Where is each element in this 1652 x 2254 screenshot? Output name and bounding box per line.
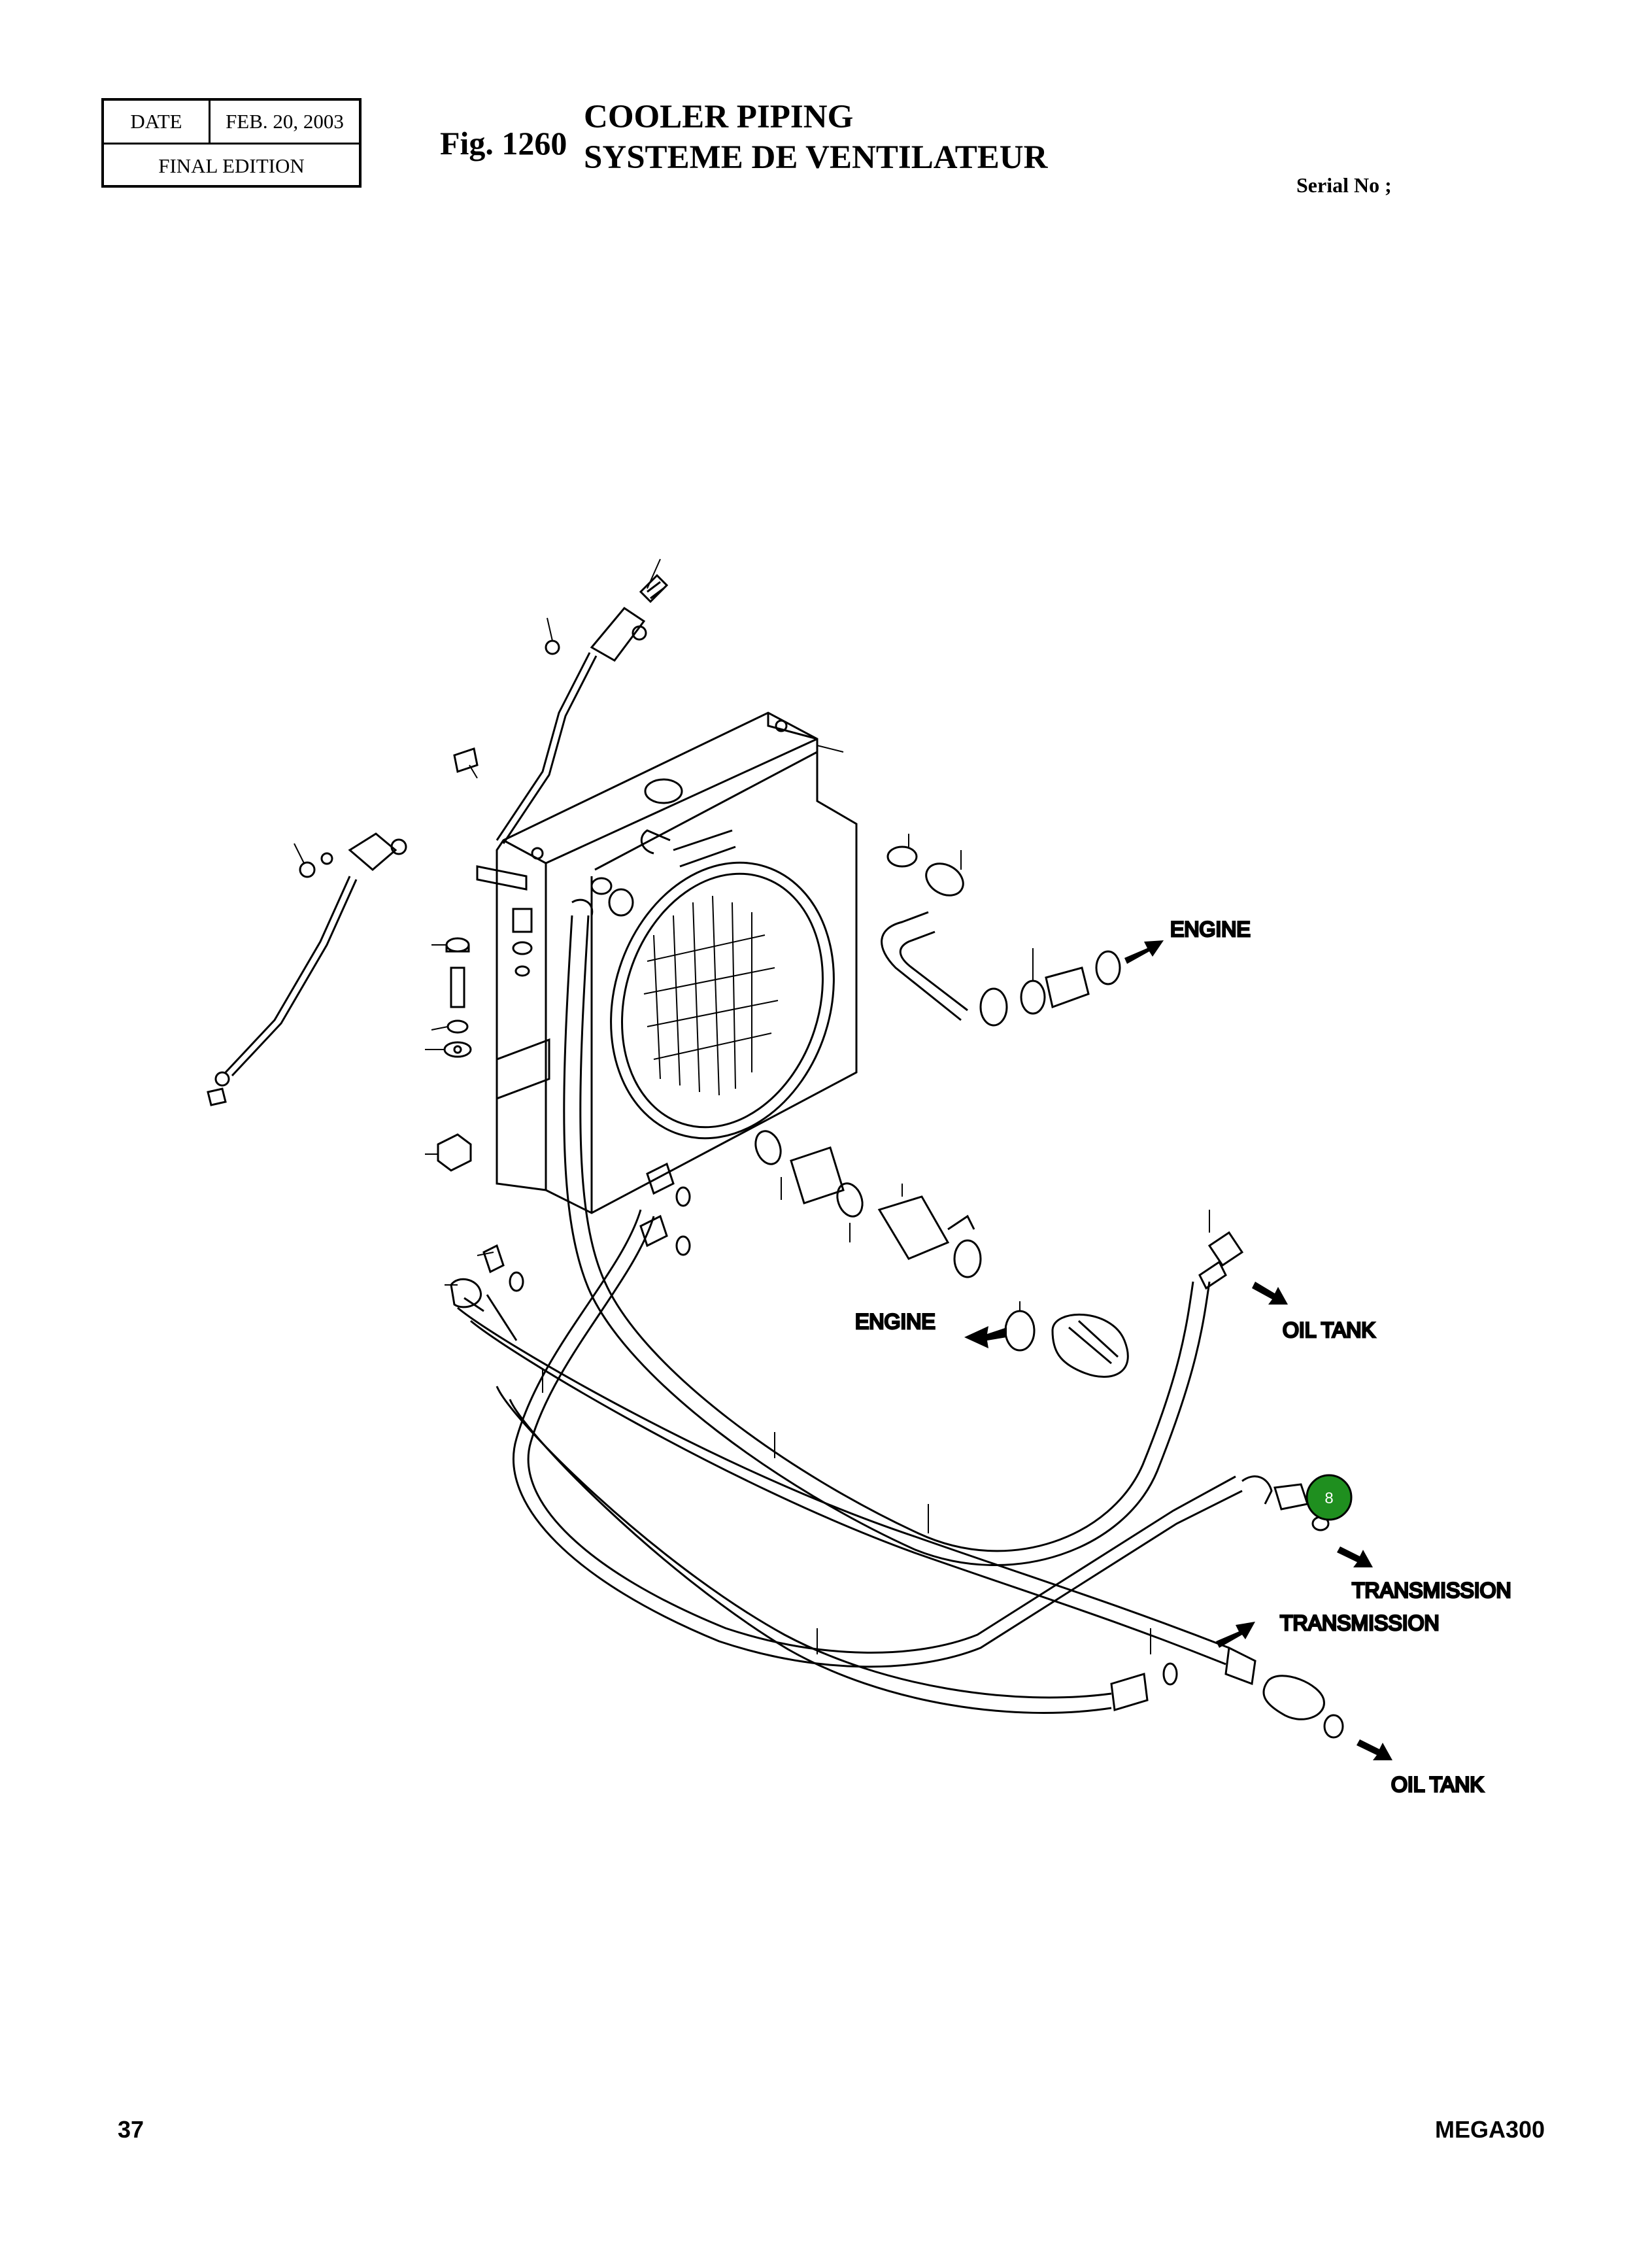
figure-number: Fig. 1260 xyxy=(440,125,567,162)
edition-label: FINAL EDITION xyxy=(158,154,305,177)
label-oil-tank-top: OIL TANK xyxy=(1283,1318,1375,1342)
label-engine-mid: ENGINE xyxy=(855,1310,936,1333)
callout-number: 8 xyxy=(1324,1490,1333,1507)
arrow-oil-tank-bottom xyxy=(1357,1739,1392,1760)
flow-arrows xyxy=(964,940,1392,1760)
arrow-engine-top xyxy=(1124,940,1164,964)
mount-hardware xyxy=(437,747,550,1172)
callout-circle xyxy=(1306,1474,1353,1521)
arrow-transmission-upper xyxy=(1337,1546,1373,1567)
label-engine-top: ENGINE xyxy=(1170,917,1251,941)
radiator-housing xyxy=(496,711,858,1214)
transmission-hoses xyxy=(457,915,1243,1714)
title-french: SYSTEME DE VENTILATEUR xyxy=(584,139,1048,176)
hose-fittings xyxy=(450,877,1344,1739)
arrow-transmission-lower xyxy=(1216,1622,1255,1648)
serial-number-label: Serial No ; xyxy=(1296,173,1392,197)
label-transmission-upper: TRANSMISSION xyxy=(1352,1579,1511,1602)
left-stay-rod xyxy=(207,832,407,1106)
callout-8[interactable]: 8 xyxy=(1306,1474,1353,1521)
label-transmission-lower: TRANSMISSION xyxy=(1280,1611,1440,1635)
lower-engine-hose xyxy=(754,1130,1129,1378)
date-value: FEB. 20, 2003 xyxy=(226,110,344,133)
label-oil-tank-bottom: OIL TANK xyxy=(1391,1773,1484,1796)
title-english: COOLER PIPING xyxy=(584,99,854,135)
fan-shroud xyxy=(610,861,835,1140)
model-name: MEGA300 xyxy=(1435,2116,1545,2143)
arrow-oil-tank-top xyxy=(1252,1282,1288,1305)
arrow-engine-mid xyxy=(964,1326,1007,1348)
leader-lines xyxy=(294,558,1210,1654)
date-label: DATE xyxy=(104,101,211,143)
date-edition-box: DATE FEB. 20, 2003 FINAL EDITION xyxy=(101,98,362,188)
upper-engine-hose xyxy=(640,829,1121,1027)
page-number: 37 xyxy=(118,2116,144,2143)
